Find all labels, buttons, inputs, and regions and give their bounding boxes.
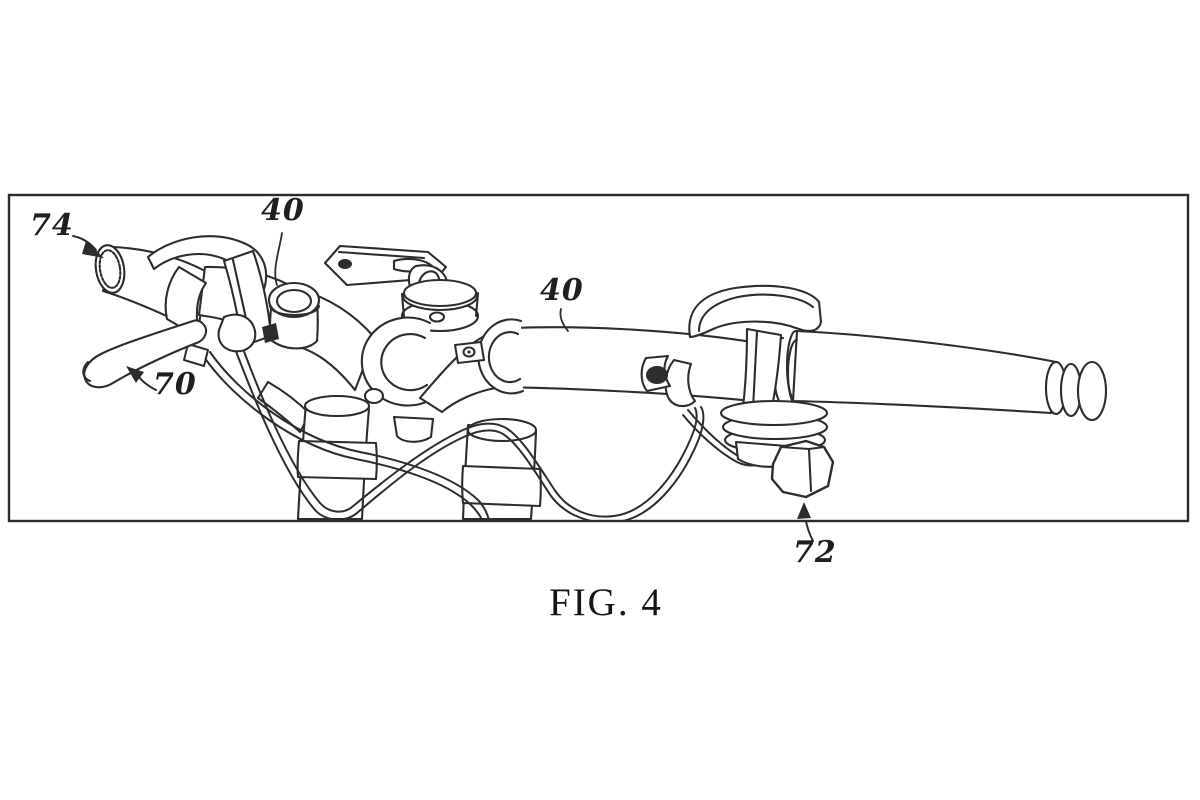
ref-label-40-center: 40 — [540, 273, 584, 308]
ref-label-72: 72 — [793, 535, 837, 570]
ref-label-74: 74 — [30, 208, 74, 243]
right-grip — [785, 329, 1108, 422]
left-brake-lever — [82, 235, 279, 389]
stem-clamp — [360, 316, 525, 414]
leader-40-center — [559, 308, 569, 332]
figure-caption: FIG. 4 — [549, 581, 663, 624]
leader-74 — [72, 235, 104, 258]
leader-40-left — [274, 232, 283, 286]
figure-border — [7, 193, 1190, 523]
handlebar-center-tube — [482, 326, 760, 403]
ref-label-40-left: 40 — [261, 193, 305, 228]
ref-label-70: 70 — [153, 367, 197, 402]
accessory-mount — [323, 244, 480, 333]
cables — [183, 329, 767, 521]
right-control-assembly — [640, 284, 835, 499]
leader-70 — [126, 366, 157, 391]
leader-lines — [72, 232, 814, 542]
leader-72 — [797, 502, 814, 542]
stem-collar — [267, 281, 321, 350]
